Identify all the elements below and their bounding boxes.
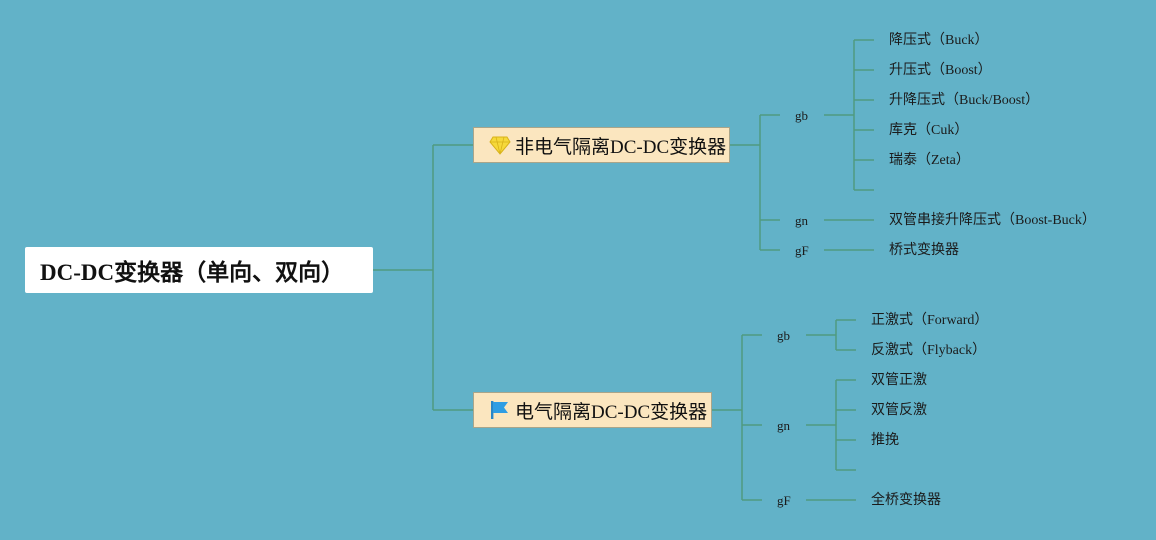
branch-isolated[interactable]: 电气隔离DC-DC变换器 xyxy=(473,392,712,428)
leaf-topic[interactable]: 正激式（Forward） xyxy=(871,313,989,328)
branch-non-isolated[interactable]: 非电气隔离DC-DC变换器 xyxy=(473,127,730,163)
flag-icon xyxy=(491,401,508,419)
subcategory-gf[interactable]: gF xyxy=(795,243,809,258)
subcategory-gb[interactable]: gb xyxy=(795,108,808,123)
root-topic[interactable]: DC-DC变换器（单向、双向） xyxy=(25,247,373,293)
subcategory-gn[interactable]: gn xyxy=(795,213,808,228)
leaf-topic[interactable]: 反激式（Flyback） xyxy=(871,343,987,358)
branch-label: 非电气隔离DC-DC变换器 xyxy=(515,136,727,158)
leaf-topic[interactable]: 升降压式（Buck/Boost） xyxy=(889,93,1040,108)
leaf-topic[interactable]: 推挽 xyxy=(871,433,899,448)
leaf-topic[interactable]: 全桥变换器 xyxy=(871,493,941,508)
leaf-topic[interactable]: 双管反激 xyxy=(871,403,927,418)
leaf-topic[interactable]: 升压式（Boost） xyxy=(889,63,992,78)
leaf-topic[interactable]: 双管串接升降压式（Boost-Buck） xyxy=(889,213,1096,228)
leaf-topic[interactable]: 瑞泰（Zeta） xyxy=(889,153,970,168)
subcategory-gn[interactable]: gn xyxy=(777,418,790,433)
subcategory-gf[interactable]: gF xyxy=(777,493,791,508)
leaf-topic[interactable]: 降压式（Buck） xyxy=(889,33,989,48)
branch-label: 电气隔离DC-DC变换器 xyxy=(515,401,708,423)
root-topic-label: DC-DC变换器（单向、双向） xyxy=(40,260,345,285)
diamond-icon xyxy=(489,136,511,155)
leaf-topic[interactable]: 桥式变换器 xyxy=(889,243,959,258)
leaf-topic[interactable]: 库克（Cuk） xyxy=(889,123,969,138)
leaf-topic[interactable]: 双管正激 xyxy=(871,373,927,388)
subcategory-gb[interactable]: gb xyxy=(777,328,790,343)
